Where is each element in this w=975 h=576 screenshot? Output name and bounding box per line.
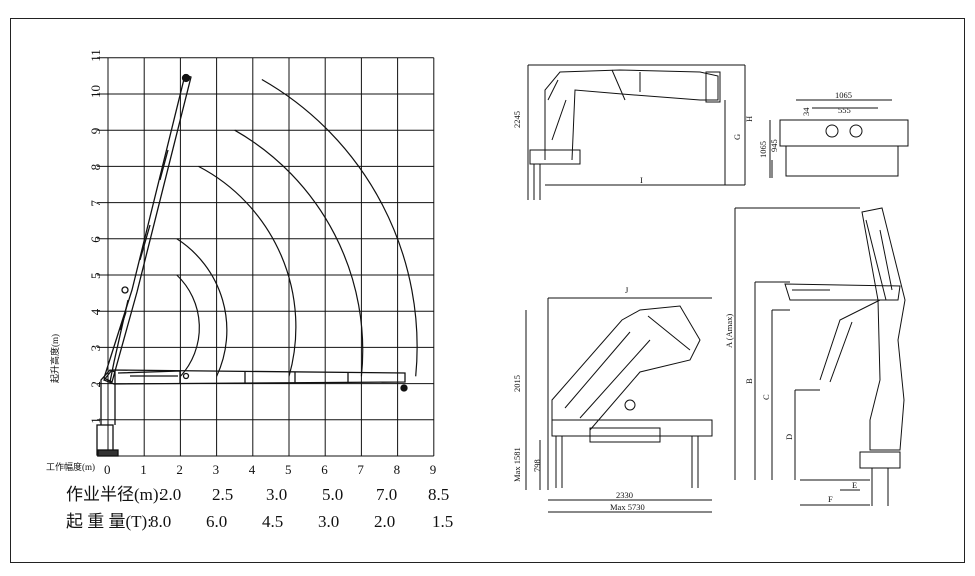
dim-c: C xyxy=(761,394,771,400)
dim-a-amax: A (Amax) xyxy=(724,314,734,348)
radius-value: 2.5 xyxy=(212,485,233,504)
dim-j: J xyxy=(625,285,629,295)
radius-value: 5.0 xyxy=(322,485,343,504)
x-tick-labels: 0 1 2 3 4 5 6 7 8 9 xyxy=(104,462,436,477)
folded-view: J 2015 Max 1581 798 2330 Max 5730 xyxy=(512,285,713,513)
radius-value: 7.0 xyxy=(376,485,397,504)
x-tick-label: 4 xyxy=(249,462,256,477)
reach-view: A (Amax) B C D E F xyxy=(724,207,906,506)
dim-f: F xyxy=(828,494,833,504)
x-tick-label: 1 xyxy=(140,462,147,477)
y-tick-label: 11 xyxy=(88,49,103,62)
dim-2015: 2015 xyxy=(512,375,522,392)
chart-grid xyxy=(97,57,435,457)
working-range-arc xyxy=(176,238,228,377)
dim-34: 34 xyxy=(801,107,811,116)
dim-1065-top: 1065 xyxy=(835,90,852,100)
dim-2245: 2245 xyxy=(512,111,522,128)
radius-value: 2.0 xyxy=(160,485,181,504)
load-value: 2.0 xyxy=(374,512,395,531)
dim-d: D xyxy=(784,434,794,440)
working-range-arc xyxy=(176,274,200,377)
dim-max-5730: Max 5730 xyxy=(610,502,645,512)
y-tick-label: 5 xyxy=(88,273,103,280)
radius-row-label: 作业半径(m): xyxy=(66,485,163,504)
y-tick-label: 7 xyxy=(88,200,103,207)
load-row: 起 重 量(T): 8.0 6.0 4.5 3.0 2.0 1.5 xyxy=(66,512,453,531)
working-range-arcs xyxy=(176,78,418,377)
dim-1065-side: 1065 xyxy=(758,141,768,158)
y-tick-label: 2 xyxy=(88,381,103,388)
load-chart: 0 1 2 3 4 5 6 7 8 9 1 2 3 4 5 6 7 8 9 10 11 工作幅度(m) 起升高度(m) xyxy=(46,49,453,531)
x-tick-label: 9 xyxy=(430,462,437,477)
load-row-label: 起 重 量(T): xyxy=(66,512,152,531)
dim-555: 555 xyxy=(838,105,851,115)
dim-945: 945 xyxy=(769,139,779,152)
y-tick-label: 3 xyxy=(88,345,103,352)
dim-max-1581: Max 1581 xyxy=(512,447,522,482)
x-tick-label: 0 xyxy=(104,462,111,477)
dim-g: G xyxy=(732,134,742,140)
working-range-arc xyxy=(261,78,418,377)
y-tick-label: 6 xyxy=(88,236,103,243)
x-tick-label: 8 xyxy=(394,462,401,477)
drawing-frame xyxy=(10,18,965,563)
x-axis-label: 工作幅度(m) xyxy=(46,461,95,472)
x-tick-label: 2 xyxy=(176,462,183,477)
x-tick-label: 7 xyxy=(357,462,364,477)
radius-value: 3.0 xyxy=(266,485,287,504)
x-tick-label: 3 xyxy=(213,462,220,477)
radius-row: 作业半径(m): 2.0 2.5 3.0 5.0 7.0 8.5 xyxy=(66,485,449,504)
dim-e: E xyxy=(852,480,857,490)
load-value: 6.0 xyxy=(206,512,227,531)
dim-h: H xyxy=(744,116,754,122)
y-axis-label: 起升高度(m) xyxy=(49,334,60,383)
y-tick-label: 9 xyxy=(88,128,103,135)
dim-i: I xyxy=(640,175,643,185)
y-tick-label: 1 xyxy=(88,417,103,424)
y-tick-label: 4 xyxy=(88,308,103,315)
dim-798: 798 xyxy=(532,459,542,472)
crane-boom-silhouette xyxy=(96,73,408,457)
y-tick-label: 8 xyxy=(88,164,103,171)
working-range-arc xyxy=(234,129,364,377)
top-view: 1065 555 34 945 1065 xyxy=(758,90,909,178)
y-tick-label: 10 xyxy=(88,85,103,98)
x-tick-label: 5 xyxy=(285,462,292,477)
side-view: 2245 H G I xyxy=(512,64,754,200)
radius-value: 8.5 xyxy=(428,485,449,504)
dim-b: B xyxy=(744,378,754,384)
load-value: 4.5 xyxy=(262,512,283,531)
dim-2330: 2330 xyxy=(616,490,633,500)
x-tick-label: 6 xyxy=(321,462,328,477)
load-value: 8.0 xyxy=(150,512,171,531)
load-value: 3.0 xyxy=(318,512,339,531)
load-value: 1.5 xyxy=(432,512,453,531)
working-range-arc xyxy=(198,165,297,377)
y-tick-labels: 1 2 3 4 5 6 7 8 9 10 11 xyxy=(88,49,103,424)
